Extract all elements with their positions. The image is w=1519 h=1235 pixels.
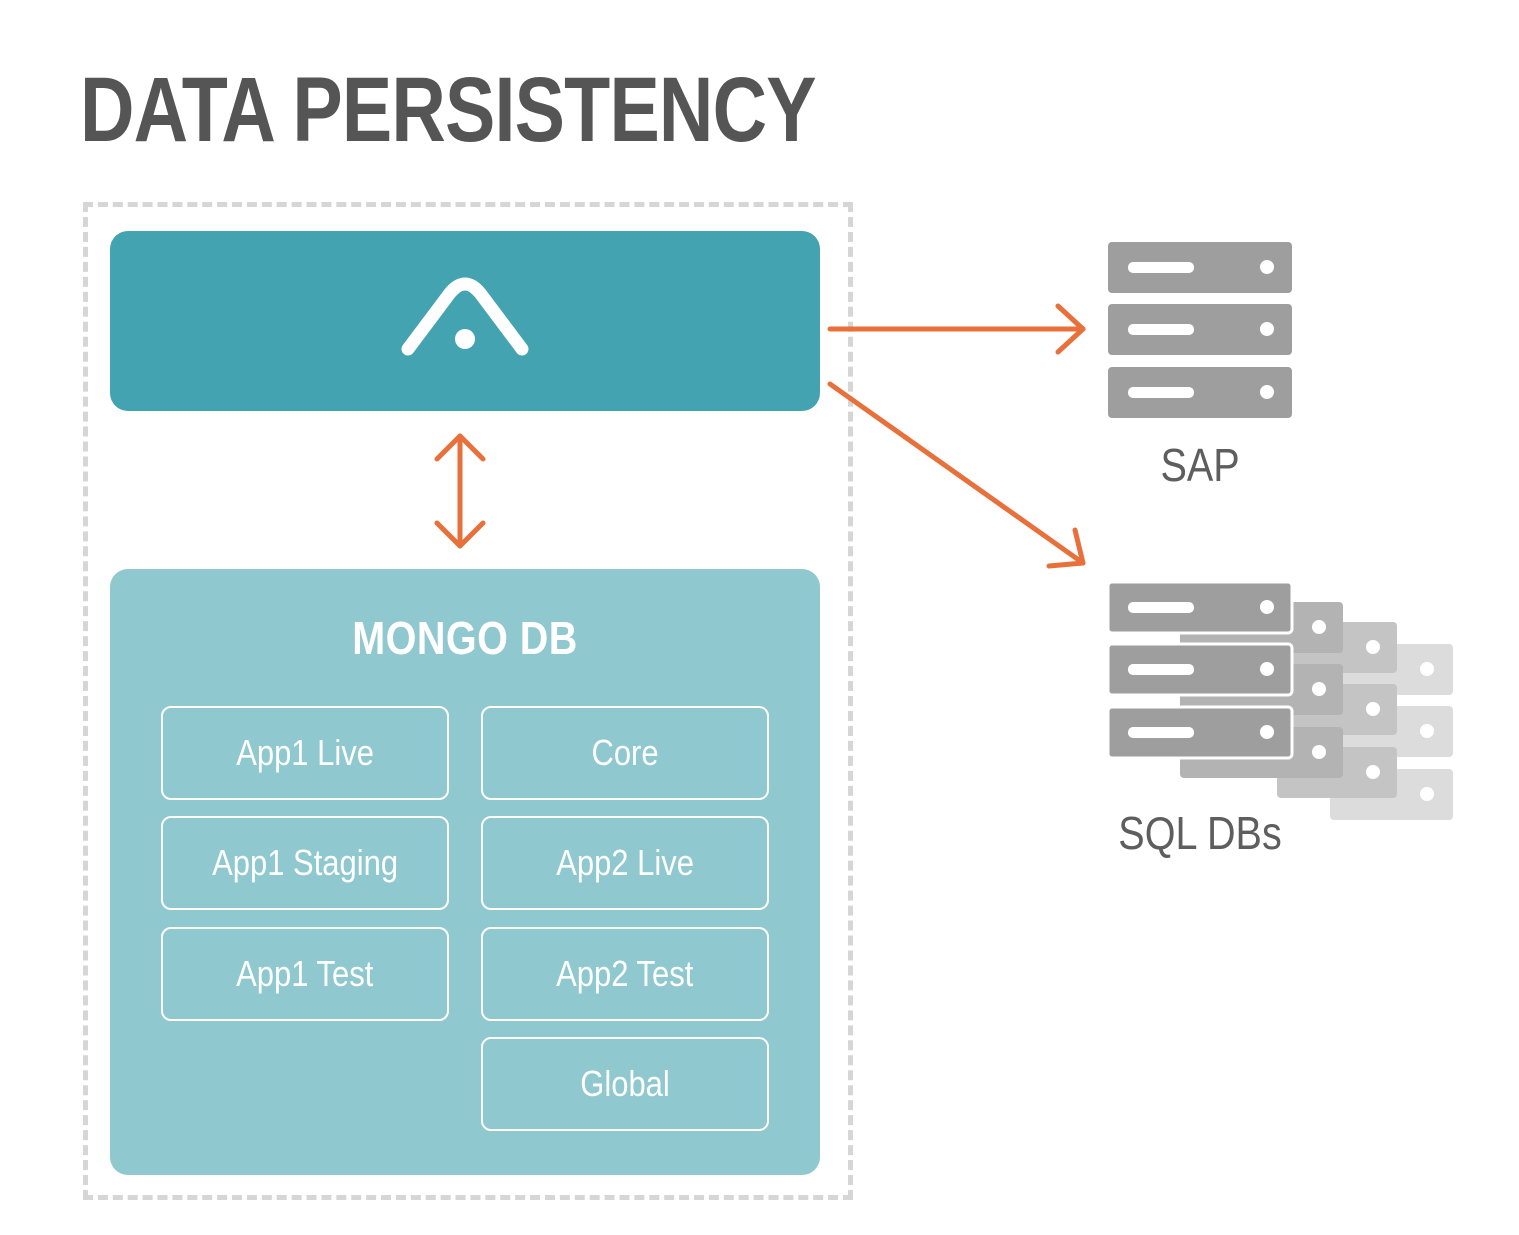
page-title: DATA PERSISTENCY <box>80 59 817 161</box>
database-app1-live: App1 Live <box>161 706 449 800</box>
app-sap-arrow <box>827 303 1086 355</box>
sql-server-front-icon <box>1106 580 1294 760</box>
database-global: Global <box>481 1037 769 1131</box>
sap-label: SAP <box>1160 439 1240 491</box>
sql-dbs-label: SQL DBs <box>1118 807 1282 859</box>
database-app2-test: App2 Test <box>481 927 769 1021</box>
mongo-db-title: MONGO DB <box>352 612 578 664</box>
database-core: Core <box>481 706 769 800</box>
mongo-db-node: MONGO DB App1 Live App1 Staging App1 Tes… <box>110 569 820 1175</box>
system-boundary <box>83 202 853 1200</box>
app-node <box>110 231 820 411</box>
app-logo-icon <box>401 277 529 356</box>
app-sql-arrow <box>827 381 1086 569</box>
database-app2-live: App2 Live <box>481 816 769 910</box>
database-app1-test: App1 Test <box>161 927 449 1021</box>
sap-server-icon <box>1108 242 1292 418</box>
database-app1-staging: App1 Staging <box>161 816 449 910</box>
app-mongo-arrow <box>434 433 486 549</box>
